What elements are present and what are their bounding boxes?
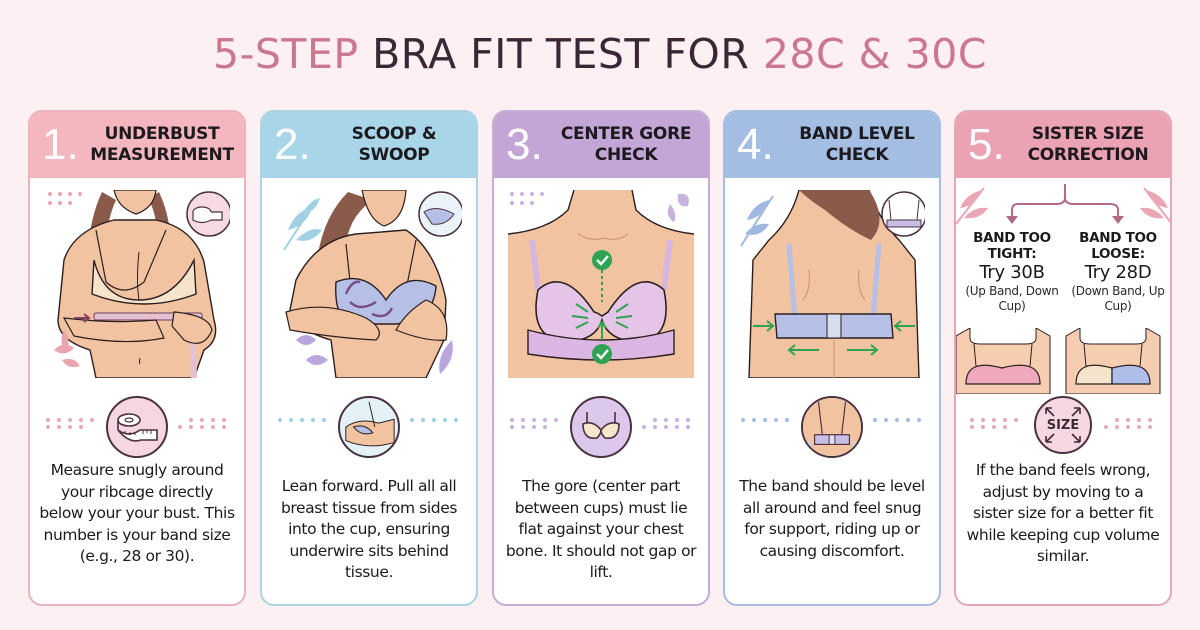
decorative-dots (510, 418, 562, 429)
option-note: (Up Band, Down Cup) (965, 284, 1059, 313)
size-label: SIZE (1046, 417, 1080, 433)
step-title: BAND LEVEL CHECK (799, 124, 915, 165)
decorative-dots (741, 418, 793, 422)
sister-size-bra-illustrations (956, 328, 1161, 394)
step-description: If the band feels wrong, adjust by movin… (966, 461, 1160, 565)
bra-back-closeup-icon (801, 396, 863, 458)
title-main: BRA FIT TEST FOR (358, 30, 763, 78)
option-suggestion: Try 30B (979, 262, 1045, 283)
size-expand-icon: SIZE (1034, 396, 1092, 454)
sister-size-options: BAND TOO TIGHT: Try 30B (Up Band, Down C… (956, 178, 1170, 398)
option-heading: BAND TOO LOOSE: (1079, 230, 1157, 262)
step-header: 2. SCOOP & SWOOP (262, 112, 476, 178)
title-step-count: 5-STEP (213, 30, 359, 78)
bra-back-closeup-icon (886, 199, 922, 228)
decorative-dots (970, 418, 1022, 429)
step-header: 5. SISTER SIZE CORRECTION (956, 112, 1170, 178)
decorative-dots (46, 418, 98, 429)
step-header: 4. BAND LEVEL CHECK (725, 112, 939, 178)
scoop-and-swoop-illustration (276, 189, 464, 379)
step-card-3: 3. CENTER GORE CHECK (492, 110, 710, 606)
leaf-icon (1140, 187, 1170, 224)
step-card-5: 5. SISTER SIZE CORRECTION BAND TOO TIGHT… (954, 110, 1172, 606)
step-number: 5. (968, 120, 1005, 169)
decorative-dots (642, 418, 694, 429)
scoop-closeup-icon (338, 396, 400, 458)
option-band-too-tight: BAND TOO TIGHT: Try 30B (Up Band, Down C… (962, 230, 1062, 314)
decorative-dots (1104, 418, 1156, 429)
leaf-icon (667, 193, 689, 222)
step-description: The band should be level all around and … (739, 477, 925, 560)
badge-row (30, 394, 244, 458)
decorative-dots (178, 418, 230, 429)
step-card-1: 1. UNDERBUST MEASUREMENT (28, 110, 246, 606)
underbust-measurement-illustration (44, 189, 232, 379)
step-number: 3. (506, 120, 543, 169)
decorative-dots (278, 418, 330, 422)
option-suggestion: Try 28D (1084, 262, 1152, 283)
step-number: 4. (737, 120, 774, 169)
option-band-too-loose: BAND TOO LOOSE: Try 28D (Down Band, Up C… (1068, 230, 1168, 314)
center-gore-illustration (507, 189, 695, 378)
step-description: Measure snugly around your ribcage direc… (39, 461, 235, 565)
step-number: 2. (274, 120, 311, 169)
tape-measure-icon (192, 206, 223, 224)
step-description: The gore (center part between cups) must… (505, 477, 697, 581)
branch-arrows (1011, 184, 1119, 218)
step-card-2: 2. SCOOP & SWOOP (260, 110, 478, 606)
steps-container: 1. UNDERBUST MEASUREMENT (28, 110, 1172, 606)
step-title: SISTER SIZE CORRECTION (1027, 124, 1149, 165)
step-card-4: 4. BAND LEVEL CHECK (723, 110, 941, 606)
decorative-dots (873, 418, 925, 422)
option-heading: BAND TOO TIGHT: (973, 230, 1051, 262)
step-description: Lean forward. Pull all all breast tissue… (280, 477, 458, 581)
step-number: 1. (42, 120, 79, 169)
bra-icon (570, 396, 632, 458)
leaf-icon (956, 187, 988, 225)
badge-row (262, 394, 476, 458)
page-title: 5-STEP BRA FIT TEST FOR 28C & 30C (0, 28, 1200, 80)
step-title: SCOOP & SWOOP (351, 124, 437, 165)
option-note: (Down Band, Up Cup) (1071, 284, 1165, 313)
step-title: UNDERBUST MEASUREMENT (90, 124, 234, 165)
badge-row (725, 394, 939, 458)
band-level-illustration (739, 189, 927, 379)
tape-measure-icon (106, 396, 168, 458)
badge-row: SIZE (956, 394, 1170, 458)
badge-row (494, 394, 708, 458)
step-header: 3. CENTER GORE CHECK (494, 112, 708, 178)
step-title: CENTER GORE CHECK (560, 124, 692, 165)
decorative-dots (410, 418, 462, 422)
title-sizes: 28C & 30C (762, 30, 987, 78)
step-header: 1. UNDERBUST MEASUREMENT (30, 112, 244, 178)
